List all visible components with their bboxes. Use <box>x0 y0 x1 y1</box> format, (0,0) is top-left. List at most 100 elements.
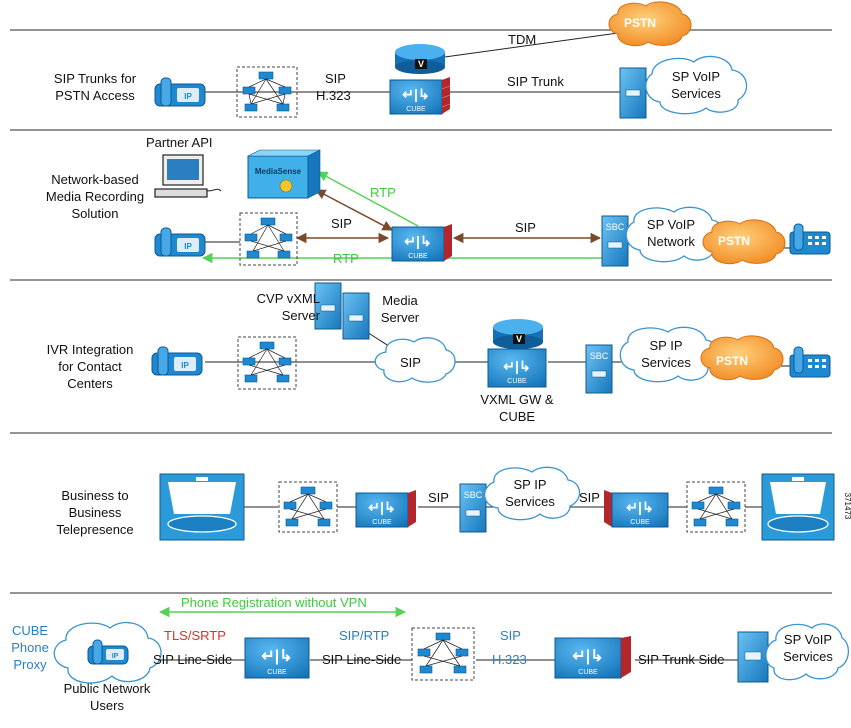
rtp-bottom-label: RTP <box>333 251 359 266</box>
sip-line-side-label: SIP Line-Side <box>153 652 233 667</box>
sp-server-icon <box>737 631 769 683</box>
svg-text:CUBE: CUBE <box>578 669 598 676</box>
sp-ip-services-label: SP IP Services <box>641 338 691 370</box>
svg-text:↵|↳: ↵|↳ <box>402 86 429 102</box>
sip-trunk-label: SIP Trunk <box>507 74 564 89</box>
pstn-cloud-icon <box>700 335 784 381</box>
vxml-gateway-icon: ↵|↳ CUBE <box>487 348 547 388</box>
svg-text:IP: IP <box>184 92 192 101</box>
sip-right-label: SIP <box>579 490 600 505</box>
sip-cloud-icon <box>374 337 456 383</box>
partner-api-label: Partner API <box>146 135 213 150</box>
svg-text:SBC: SBC <box>606 222 625 232</box>
svg-text:V: V <box>516 334 522 344</box>
switch-cluster-icon <box>411 627 475 681</box>
sip-rtp-label: SIP/RTP <box>339 628 390 643</box>
svg-text:CUBE: CUBE <box>507 378 527 385</box>
sbc-server-icon: SBC <box>601 215 629 267</box>
svg-text:IP: IP <box>181 361 189 370</box>
svg-text:CUBE: CUBE <box>630 519 650 526</box>
section-telepresence: ↵|↳ CUBE SBC ↵|↳ CUBE <box>159 466 851 541</box>
ip-phone-icon: IP <box>87 639 129 665</box>
sip-left-label: SIP <box>331 216 352 231</box>
desk-phone-icon <box>789 346 831 378</box>
section-separators <box>10 29 832 594</box>
pstn-label: PSTN <box>718 234 751 248</box>
h323-label: H.323 <box>316 88 351 103</box>
media-server-icon <box>342 292 370 340</box>
section-title-sip-trunks: SIP Trunks for PSTN Access <box>53 71 137 103</box>
ip-phone-icon: IP <box>154 77 206 107</box>
switch-cluster-icon <box>236 66 298 118</box>
figure-id: 371473 <box>843 493 851 520</box>
sp-voip-network-label: SP VoIP Network <box>646 217 696 249</box>
voice-router-icon: V <box>493 319 543 349</box>
cube-gateway-icon: ↵|↳ CUBE <box>355 490 416 528</box>
sbc-server-icon: SBC <box>585 344 613 394</box>
svg-text:MediaSense: MediaSense <box>255 167 302 176</box>
sip-label: SIP <box>325 71 346 86</box>
sp-ip-services-label: SP IP Services <box>505 477 555 509</box>
svg-text:↵|↳: ↵|↳ <box>626 499 653 515</box>
sip-cloud-label: SIP <box>400 355 421 370</box>
section-phone-proxy: IP ↵|↳ CUBE <box>53 606 849 684</box>
pstn-cloud-icon <box>608 1 692 47</box>
h323-label: H.323 <box>492 652 527 667</box>
telepresence-room-icon <box>159 473 245 541</box>
svg-text:CUBE: CUBE <box>267 669 287 676</box>
svg-text:V: V <box>418 59 424 69</box>
rtp-top-label: RTP <box>370 185 396 200</box>
switch-cluster-icon <box>237 336 297 390</box>
section-title-ivr: IVR Integration for Contact Centers <box>46 342 134 391</box>
svg-text:CUBE: CUBE <box>408 253 428 260</box>
pstn-label: PSTN <box>624 16 657 30</box>
tdm-label: TDM <box>508 32 537 47</box>
svg-text:↵|↳: ↵|↳ <box>261 648 292 665</box>
phone-registration-label: Phone Registration without VPN <box>181 595 367 610</box>
voice-router-icon: V <box>395 44 445 74</box>
section-title-telepresence: Business to Business Telepresence <box>56 488 134 537</box>
media-server-label: Media Server <box>380 293 420 325</box>
switch-cluster-icon <box>278 481 338 533</box>
sip-left-label: SIP <box>428 490 449 505</box>
telepresence-room-icon <box>761 473 835 541</box>
sip-line-side-label: SIP Line-Side <box>322 652 402 667</box>
public-network-cloud-icon: IP <box>53 621 162 684</box>
sp-server-icon <box>619 67 647 119</box>
ip-phone-icon: IP <box>154 227 206 257</box>
public-network-users-label: Public Network Users <box>63 681 151 713</box>
cube-gateway-icon: ↵|↳ CUBE <box>604 490 669 528</box>
pstn-label: PSTN <box>716 354 749 368</box>
svg-text:CUBE: CUBE <box>406 106 426 113</box>
svg-text:IP: IP <box>184 242 192 251</box>
svg-text:↵|↳: ↵|↳ <box>368 499 395 515</box>
cvp-vxml-server-label: CVP vXML Server <box>256 291 320 323</box>
section-media-recording: MediaSense IP <box>154 149 831 267</box>
sip-right-label: SIP <box>515 220 536 235</box>
cube-phone-proxy-icon: ↵|↳ CUBE <box>244 637 310 679</box>
section-title-media-recording: Network-based Media Recording Solution <box>45 172 145 221</box>
vxml-gw-cube-label: VXML GW & CUBE <box>480 392 554 424</box>
desk-phone-icon <box>789 223 831 255</box>
switch-cluster-icon <box>239 212 298 266</box>
computer-icon <box>154 154 222 198</box>
sp-voip-services-label: SP VoIP Services <box>671 69 721 101</box>
cube-gateway-icon: ↵|↳ CUBE <box>389 77 451 115</box>
svg-text:↵|↳: ↵|↳ <box>503 358 530 374</box>
sp-voip-cloud-icon <box>765 623 849 681</box>
sp-voip-services-label: SP VoIP Services <box>783 632 833 664</box>
svg-text:SBC: SBC <box>464 490 483 500</box>
svg-text:SBC: SBC <box>590 351 609 361</box>
sp-ip-cloud-icon <box>484 466 581 521</box>
sbc-server-icon: SBC <box>459 483 487 533</box>
tls-srtp-label: TLS/SRTP <box>164 628 226 643</box>
mediasense-icon: MediaSense <box>247 149 321 199</box>
sp-voip-cloud-icon <box>645 55 748 115</box>
svg-text:↵|↳: ↵|↳ <box>404 233 431 249</box>
section-sip-trunks: IP V <box>154 1 748 119</box>
svg-text:IP: IP <box>112 653 119 660</box>
cube-gateway-icon: ↵|↳ CUBE <box>391 224 452 262</box>
sip-trunk-side-label: SIP Trunk Side <box>638 652 725 667</box>
section-ivr: IP <box>151 282 831 394</box>
